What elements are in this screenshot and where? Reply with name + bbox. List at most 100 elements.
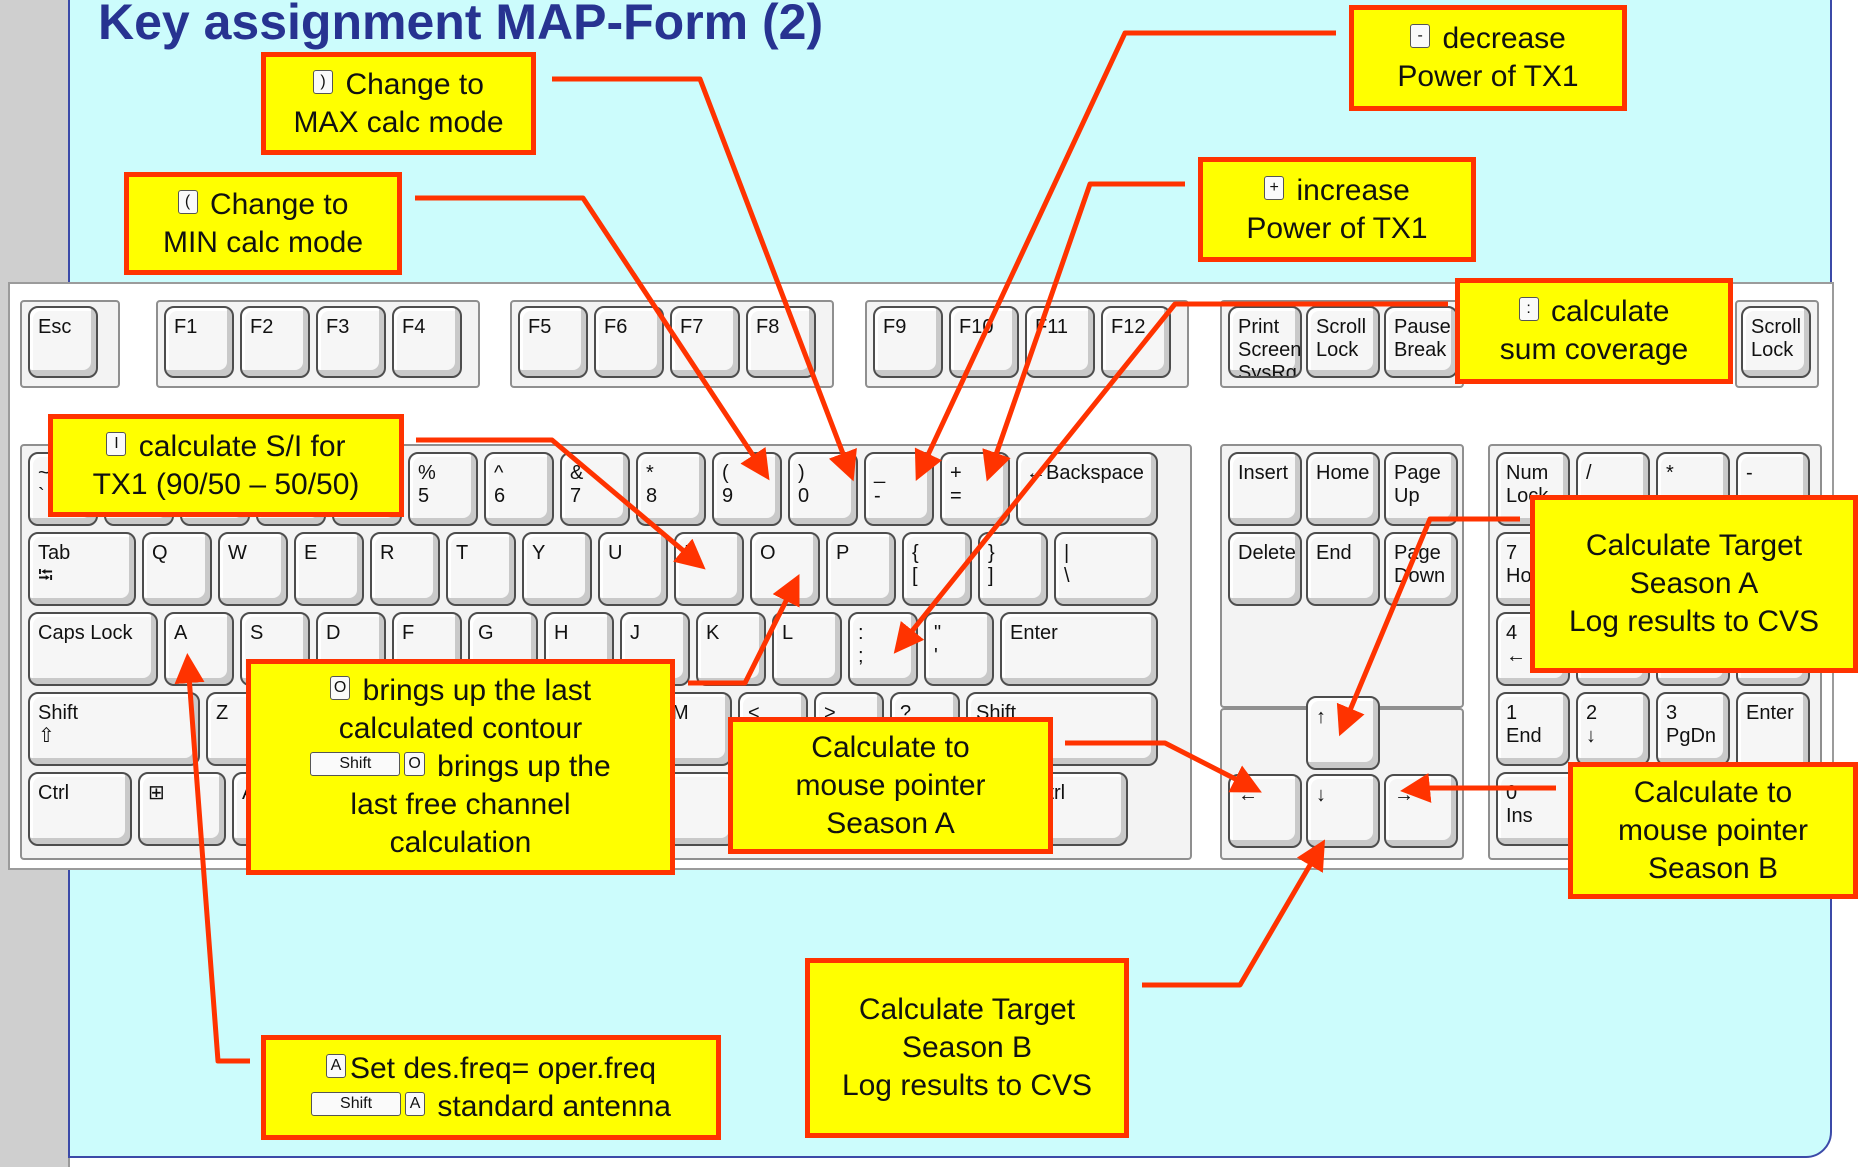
key-symbol: } ]: [978, 532, 1048, 606]
page-title: Key assignment MAP-Form (2): [98, 0, 824, 50]
callout-line: calculation: [389, 826, 532, 859]
key-k: K: [696, 612, 766, 686]
callout-line: Change to: [345, 67, 484, 101]
key-f12: F12: [1101, 306, 1171, 378]
callout-line: Calculate to: [811, 730, 970, 764]
i-key-icon: I: [106, 431, 127, 456]
callout-line: Calculate to: [1633, 775, 1793, 809]
key-f2: F2: [240, 306, 310, 378]
callout-decrease-power: - decrease Power of TX1: [1349, 5, 1627, 111]
callout-line: sum coverage: [1499, 333, 1689, 366]
key-enter: Enter: [1000, 612, 1158, 686]
key-f5: F5: [518, 306, 588, 378]
plus-key-icon: +: [1264, 175, 1285, 200]
o-key-icon: O: [404, 752, 425, 777]
key-p: P: [826, 532, 896, 606]
key-9: ( 9: [712, 452, 782, 526]
key-esc: Esc: [28, 306, 98, 378]
key-t: T: [446, 532, 516, 606]
key-home: Home: [1306, 452, 1380, 526]
key-arrow-left: ←: [1228, 774, 1302, 848]
shift-key-icon: Shift: [311, 1091, 402, 1116]
key-f9: F9: [873, 306, 943, 378]
callout-line: increase: [1296, 173, 1410, 207]
key-insert: Insert: [1228, 452, 1302, 526]
key-arrow-down: ↓: [1306, 774, 1380, 848]
key-e: E: [294, 532, 364, 606]
callout-target-season-b: Calculate Target Season B Log results to…: [805, 958, 1129, 1138]
callout-line: Season B: [1647, 851, 1779, 885]
callout-line: Change to: [209, 187, 349, 221]
callout-line: calculated contour: [338, 712, 583, 745]
callout-line: Calculate Target: [858, 993, 1076, 1026]
key-sysrq: Print Screen SysRq: [1228, 306, 1302, 378]
key-f7: F7: [670, 306, 740, 378]
callout-target-season-a: Calculate Target Season A Log results to…: [1530, 495, 1858, 673]
key-o: O: [750, 532, 820, 606]
key-w: W: [218, 532, 288, 606]
callout-min-calc-mode: ( Change to MIN calc mode: [124, 172, 402, 275]
callout-line: brings up the: [437, 750, 611, 783]
key-arrow-right: →: [1384, 774, 1458, 848]
callout-line: mouse pointer: [795, 768, 986, 802]
callout-sum-coverage: : calculate sum coverage: [1455, 278, 1733, 384]
shift-key-icon: Shift: [310, 752, 401, 777]
open-paren-key-icon: (: [177, 189, 198, 214]
callout-line: mouse pointer: [1617, 813, 1809, 847]
key-symbol: ⊞: [138, 772, 226, 846]
key-arrow-up: ↑: [1306, 696, 1380, 770]
key-a: A: [164, 612, 234, 686]
callout-line: calculate: [1550, 295, 1670, 328]
key-delete: Delete: [1228, 532, 1302, 606]
callout-line: last free channel: [350, 788, 571, 821]
key-l: L: [772, 612, 842, 686]
key-y: Y: [522, 532, 592, 606]
key-backspace: ←Backspace: [1016, 452, 1158, 526]
colon-key-icon: :: [1518, 297, 1539, 322]
key-numpad-2: 2 ↓: [1576, 692, 1650, 766]
key-5: % 5: [408, 452, 478, 526]
key-symbol: " ': [924, 612, 994, 686]
key-symbol: | \: [1054, 532, 1158, 606]
callout-line: brings up the last: [362, 674, 592, 707]
key-f11: F11: [1025, 306, 1095, 378]
key-f8: F8: [746, 306, 816, 378]
key-i: I: [674, 532, 744, 606]
key-f3: F3: [316, 306, 386, 378]
callout-line: Log results to CVS: [1568, 605, 1820, 638]
key-f6: F6: [594, 306, 664, 378]
key-up: Page Up: [1384, 452, 1458, 526]
key-u: U: [598, 532, 668, 606]
key-6: ^ 6: [484, 452, 554, 526]
callout-line: MIN calc mode: [162, 225, 364, 259]
callout-mouse-season-a: Calculate to mouse pointer Season A: [728, 717, 1053, 854]
key-symbol: Shift ⇧: [28, 692, 200, 766]
key-symbol: : ;: [848, 612, 918, 686]
key-down: Page Down: [1384, 532, 1458, 606]
callout-line: Power of TX1: [1246, 211, 1428, 245]
callout-line: TX1 (90/50 – 50/50): [92, 467, 360, 501]
key-f4: F4: [392, 306, 462, 378]
callout-contour: O brings up the last calculated contour …: [246, 659, 675, 875]
key-r: R: [370, 532, 440, 606]
callout-line: Calculate Target: [1585, 529, 1803, 562]
callout-line: MAX calc mode: [293, 105, 504, 139]
key-symbol: _ -: [864, 452, 934, 526]
callout-line: Set des.freq= oper.freq: [349, 1051, 657, 1085]
callout-line: Season A: [1629, 567, 1759, 600]
key-end: End: [1306, 532, 1380, 606]
indicator-scroll-lock: Scroll Lock: [1741, 306, 1811, 378]
callout-line: Season A: [826, 806, 955, 840]
key-lock: Scroll Lock: [1306, 306, 1380, 378]
key-0: ) 0: [788, 452, 858, 526]
callout-max-calc-mode: ) Change to MAX calc mode: [261, 52, 536, 155]
key-f10: F10: [949, 306, 1019, 378]
callout-line: Power of TX1: [1397, 60, 1579, 93]
a-key-icon: A: [325, 1053, 346, 1078]
key-7: & 7: [560, 452, 630, 526]
callout-si: I calculate S/I for TX1 (90/50 – 50/50): [48, 414, 404, 517]
key-caps-lock: Caps Lock: [28, 612, 158, 686]
callout-line: standard antenna: [437, 1089, 671, 1123]
